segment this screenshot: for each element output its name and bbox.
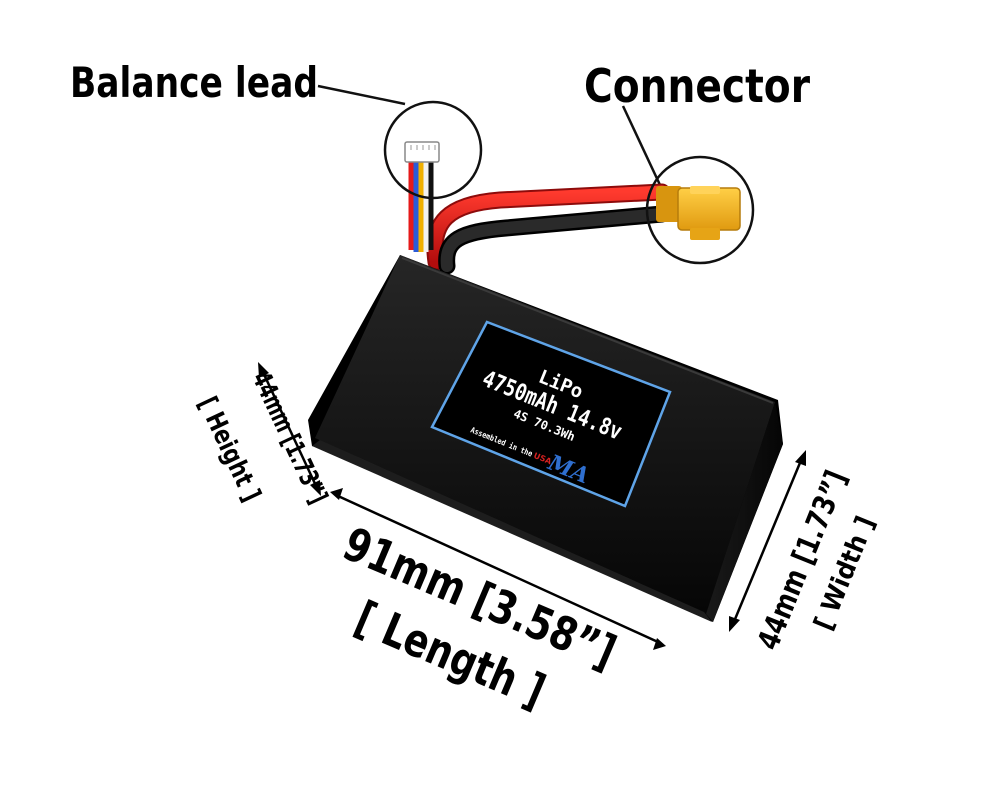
connector-callout-title: Connector xyxy=(584,59,810,113)
balance-lead-callout-circle xyxy=(383,100,483,200)
balance-lead-leader-line xyxy=(317,84,406,106)
battery-label: LiPo 4750mAh 14.8v 4S 70.3Wh Assembled i… xyxy=(430,320,672,508)
xt-connector xyxy=(656,186,741,240)
connector-leader-line xyxy=(621,105,662,186)
connector-callout-circle xyxy=(645,155,755,265)
balance-lead-callout-title: Balance lead xyxy=(70,58,318,107)
balance-lead-wires xyxy=(408,160,434,252)
height-dimension-label: [ Height ] xyxy=(192,392,267,506)
power-cables xyxy=(426,183,671,275)
balance-plug xyxy=(404,141,440,163)
